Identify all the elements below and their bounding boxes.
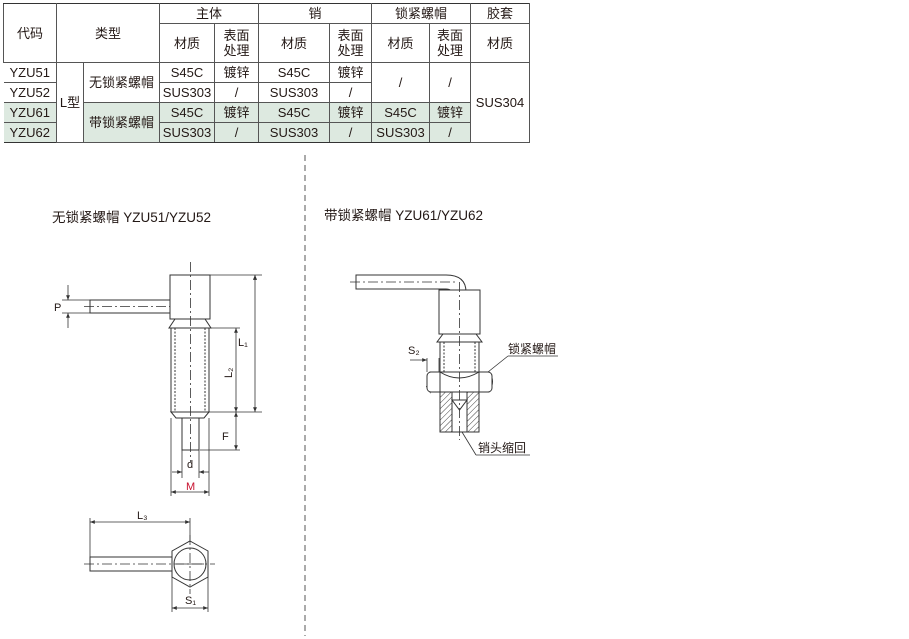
cell: SUS303 [159, 122, 215, 143]
cell: S45C [258, 102, 330, 123]
pin-retract-leader [461, 431, 477, 456]
dim-s2 [410, 358, 440, 372]
cell: 镀锌 [214, 102, 259, 123]
dim-f-label: F [222, 431, 229, 443]
dim-s1-label: S₁ [185, 595, 196, 607]
dim-d-label: d [187, 459, 193, 471]
dim-l2-label: L₂ [223, 368, 235, 378]
dim-l1-label: L₁ [238, 337, 248, 349]
dim-d [172, 450, 209, 478]
dim-l2 [210, 327, 240, 412]
row-code: YZU51 [3, 62, 57, 83]
cell: / [429, 122, 471, 143]
cell: SUS303 [371, 122, 430, 143]
rubber-material: SUS304 [470, 62, 530, 143]
dim-l3-label: L₃ [137, 510, 148, 522]
shape-cell: L型 [56, 62, 84, 143]
dim-l1 [200, 274, 262, 413]
header-material: 材质 [159, 23, 215, 63]
dim-f [200, 412, 240, 451]
cell: S45C [159, 102, 215, 123]
header-type: 类型 [56, 3, 160, 63]
spec-table: 代码 类型 主体 销 锁紧螺帽 胶套 材质 表面处理 材质 表面处理 材质 表面… [3, 3, 530, 143]
left-caption: 无锁紧螺帽 YZU51/YZU52 [52, 210, 211, 225]
row-code: YZU62 [3, 122, 57, 143]
locknut-leader [487, 355, 509, 373]
header-surface: 表面处理 [214, 23, 259, 63]
dim-s1 [171, 577, 209, 612]
dim-s2-label: S₂ [408, 345, 420, 357]
left-front-view [84, 262, 212, 462]
pin-retract-callout: 销头缩回 [478, 440, 526, 455]
group-label: 带锁紧螺帽 [83, 102, 160, 143]
right-caption: 带锁紧螺帽 YZU61/YZU62 [324, 208, 483, 223]
dim-m-label: M [186, 481, 195, 493]
left-top-view [84, 535, 215, 594]
locknut-callout: 锁紧螺帽 [508, 341, 556, 356]
right-front-view [350, 274, 493, 440]
dim-l3 [89, 518, 191, 557]
row-code: YZU61 [3, 102, 57, 123]
header-code: 代码 [3, 3, 57, 63]
cell: / [214, 122, 259, 143]
dim-p-label: P [54, 302, 61, 314]
cell: SUS303 [258, 122, 330, 143]
header-surface: 表面处理 [329, 23, 372, 63]
header-material: 材质 [371, 23, 430, 63]
cell: / [429, 62, 471, 103]
dim-m [170, 418, 210, 496]
dim-p [62, 285, 90, 328]
row-code: YZU52 [3, 82, 57, 103]
cell: 镀锌 [329, 102, 372, 123]
